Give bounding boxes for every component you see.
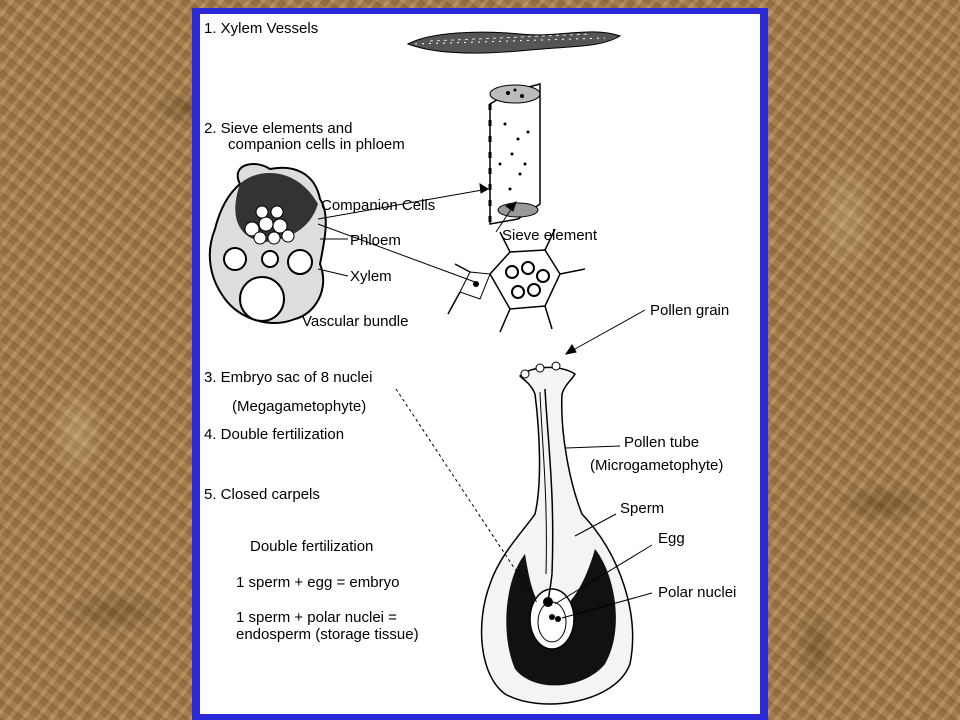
vascular-bundle-drawing: [208, 163, 327, 324]
label-sperm: Sperm: [620, 500, 665, 517]
item-sieve-elements-cont: companion cells in phloem: [228, 136, 405, 153]
leader-lines: [317, 183, 653, 619]
sieve-cell-drawing: [447, 228, 586, 333]
notes-title: Double fertilization: [250, 538, 374, 555]
label-phloem: Phloem: [350, 232, 401, 249]
item-embryo-sac: 3. Embryo sac of 8 nuclei: [204, 369, 373, 386]
diagram-drawings: [208, 31, 653, 705]
label-vascular-bundle: Vascular bundle: [302, 313, 409, 330]
ovary-drawing: [480, 361, 634, 705]
diagram-panel: 1. Xylem Vessels 2. Sieve elements and c…: [200, 14, 760, 714]
label-companion-cells: Companion Cells: [321, 197, 436, 214]
item-sieve-elements: 2. Sieve elements and: [204, 120, 353, 137]
item-xylem-vessels: 1. Xylem Vessels: [204, 20, 319, 37]
item-megagametophyte: (Megagametophyte): [232, 398, 367, 415]
sieve-tube-drawing: [488, 83, 541, 225]
notes-line-embryo: 1 sperm + egg = embryo: [236, 574, 400, 591]
label-polar-nuclei: Polar nuclei: [658, 584, 737, 601]
label-pollen-tube: Pollen tube: [624, 434, 700, 451]
item-closed-carpels: 5. Closed carpels: [204, 486, 320, 503]
label-egg: Egg: [658, 530, 685, 547]
item-double-fertilization: 4. Double fertilization: [204, 426, 345, 443]
xylem-vessel-drawing: [406, 31, 622, 54]
label-pollen-grain: Pollen grain: [650, 302, 730, 319]
label-microgametophyte: (Microgametophyte): [590, 457, 724, 474]
label-xylem: Xylem: [350, 268, 392, 285]
notes-line-endosperm: endosperm (storage tissue): [236, 626, 419, 643]
notes-line-polar: 1 sperm + polar nuclei =: [236, 609, 397, 626]
label-sieve-element: Sieve element: [502, 227, 598, 244]
